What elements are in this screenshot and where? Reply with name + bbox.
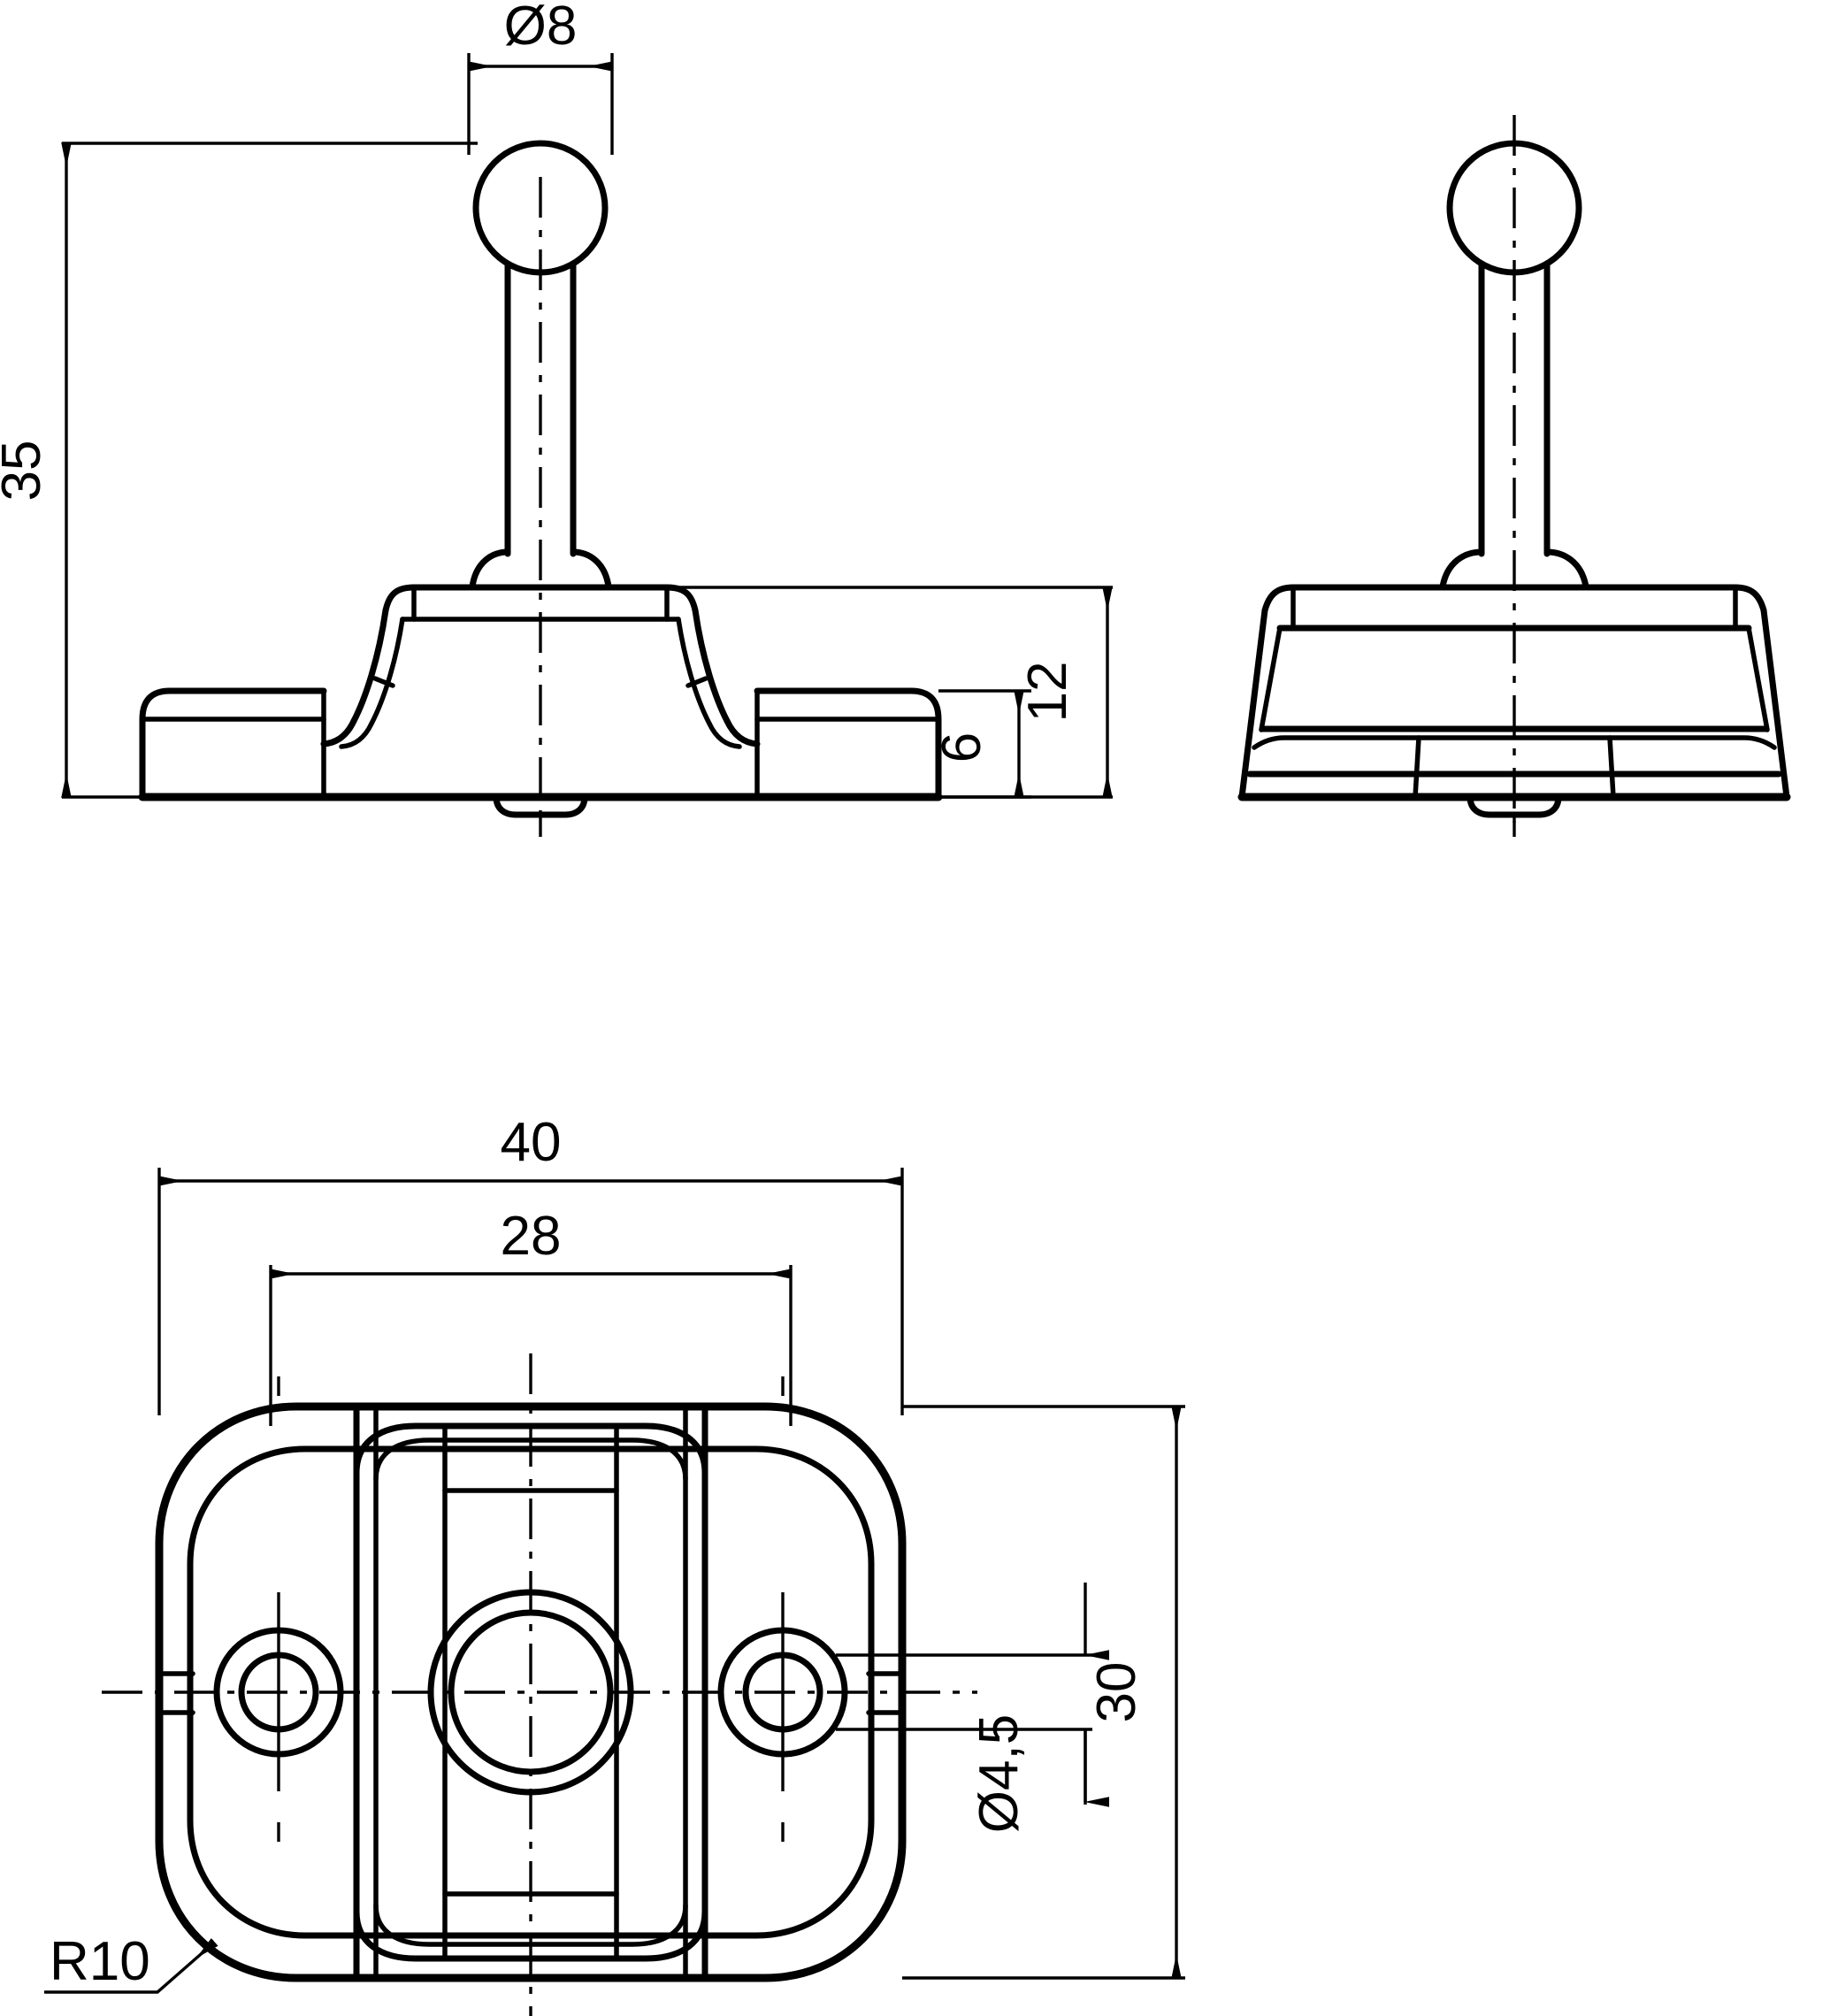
h6-label: 6 — [931, 732, 992, 763]
dia45-label: Ø4,5 — [969, 1714, 1030, 1833]
side-base-inner-left — [1259, 625, 1283, 732]
plan-boss-top-cap — [353, 1422, 708, 1476]
side-base-inner-right — [1746, 625, 1770, 732]
dim-dia45: Ø4,5 — [836, 1583, 1109, 1833]
boss-flank-left-inner — [369, 617, 405, 726]
stem-fillet-right — [570, 548, 612, 590]
center-bore-outer-circle — [427, 1589, 634, 1796]
front-view: Ø8 35 12 6 — [0, 0, 1113, 837]
boss-flank-right-inner — [676, 617, 712, 726]
side-base-top-left-fillet — [1261, 584, 1297, 614]
side-bottom-nub — [1467, 793, 1562, 818]
side-base-top-right-fillet — [1732, 584, 1767, 614]
flange-corner-right — [908, 687, 942, 723]
dia8-label: Ø8 — [504, 0, 578, 57]
w40-label: 40 — [501, 1112, 562, 1173]
flank-fillet-left — [320, 717, 357, 747]
dim-w40: 40 — [157, 1112, 904, 1415]
boss-flank-right-outer — [692, 607, 731, 724]
side-stem-fillet-left — [1439, 548, 1485, 590]
side-base-step-fillet — [1252, 735, 1777, 750]
r10-label: R10 — [50, 1931, 150, 1992]
plan-outer-outline — [155, 1402, 907, 1982]
plan-boss-bottom-cap — [353, 1908, 708, 1962]
dim-h35: 35 — [0, 142, 478, 799]
side-rib-left — [1413, 735, 1421, 800]
flank-step-tick-right — [685, 676, 708, 688]
h35-label: 35 — [0, 441, 52, 502]
dim-r10: R10 — [44, 1931, 218, 1994]
side-rib-right — [1607, 735, 1616, 800]
flank-fillet-right-inner — [707, 721, 742, 749]
stem-fillet-left — [469, 548, 511, 590]
dim-h6: 6 — [931, 689, 1031, 799]
side-base-outer-left — [1238, 607, 1268, 801]
side-stem-fillet-right — [1543, 548, 1589, 590]
w28-label: 28 — [501, 1206, 562, 1267]
dim-d30: 30 — [902, 1405, 1185, 1980]
plan-view: 40 28 30 Ø4 — [44, 1112, 1185, 2016]
plan-boss-top-cap-inner — [373, 1437, 688, 1482]
center-bore-inner-circle — [448, 1609, 614, 1775]
plan-inner-outline — [187, 1445, 875, 1939]
side-base-outer-right — [1760, 607, 1790, 801]
boss-top-right-fillet — [663, 584, 699, 614]
plan-boss-bottom-cap-inner — [373, 1903, 688, 1947]
side-view — [1237, 115, 1791, 837]
flange-corner-left — [139, 687, 173, 723]
dim-w28: 28 — [269, 1206, 793, 1426]
boss-flank-left-outer — [350, 607, 389, 724]
ball-knob-circle — [472, 140, 609, 276]
r10-leader-line — [44, 1937, 218, 1994]
dim-dia8: Ø8 — [467, 0, 614, 155]
flank-fillet-left-inner — [339, 721, 374, 749]
boss-top-left-fillet — [382, 584, 417, 614]
d30-label: 30 — [1086, 1662, 1147, 1723]
bottom-nub — [493, 793, 588, 818]
flank-fillet-right — [724, 717, 761, 747]
flank-step-tick-left — [372, 676, 395, 688]
side-ball-knob-circle — [1446, 140, 1582, 276]
